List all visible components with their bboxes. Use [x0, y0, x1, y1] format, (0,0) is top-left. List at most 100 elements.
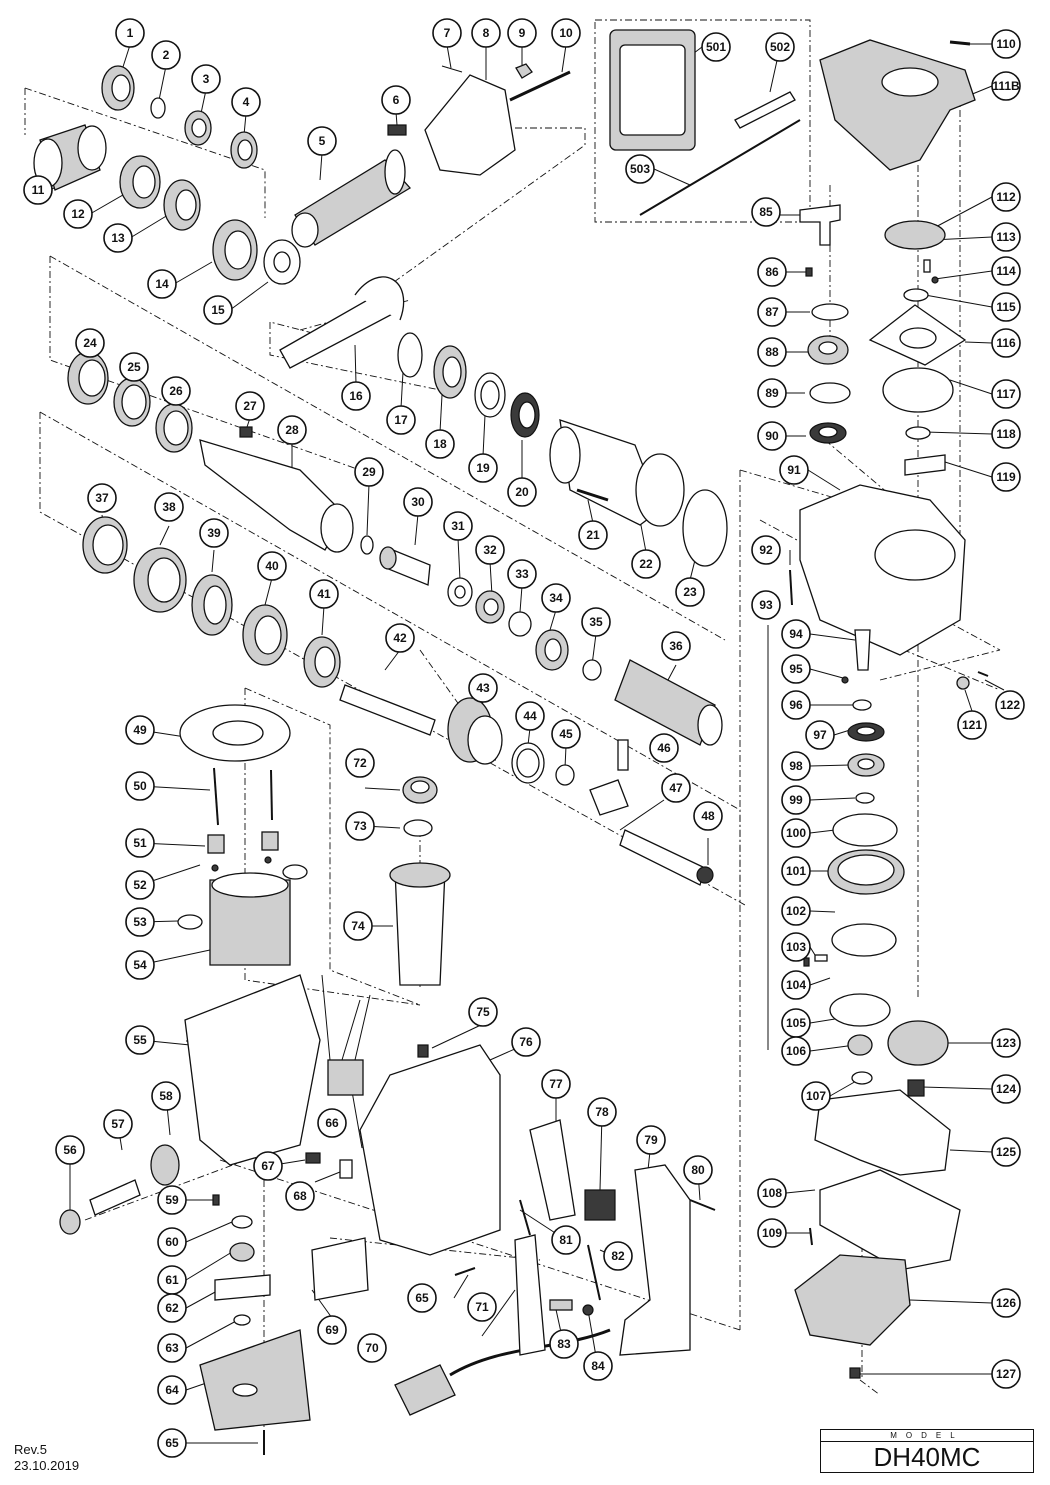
callout: 31 [443, 511, 473, 541]
callout-number: 122 [1000, 698, 1020, 712]
callout: 45 [551, 719, 581, 749]
callout-number: 23 [683, 585, 697, 599]
callout: 56 [55, 1135, 85, 1165]
callout: 106 [781, 1036, 811, 1066]
callout: 84 [583, 1351, 613, 1381]
callout-number: 53 [133, 915, 147, 929]
callout-number: 68 [293, 1189, 307, 1203]
callout-number: 14 [155, 277, 169, 291]
callout-number: 11 [32, 183, 45, 197]
callout-number: 36 [669, 639, 683, 653]
callout-number: 89 [765, 386, 779, 400]
callout-number: 84 [591, 1359, 605, 1373]
callout-number: 37 [95, 491, 109, 505]
callout: 81 [551, 1225, 581, 1255]
callout-number: 20 [515, 485, 529, 499]
callout-number: 125 [996, 1145, 1016, 1159]
callout: 125 [991, 1137, 1021, 1167]
model-label: MODEL [821, 1430, 1033, 1442]
callout: 20 [507, 477, 537, 507]
callout: 68 [285, 1181, 315, 1211]
callout-number: 62 [165, 1301, 179, 1315]
callout: 95 [781, 654, 811, 684]
callout: 124 [991, 1074, 1021, 1104]
callout-number: 4 [243, 95, 250, 109]
callout: 42 [385, 623, 415, 653]
callout-number: 73 [353, 819, 367, 833]
callout-number: 2 [163, 48, 170, 62]
callout-number: 99 [789, 793, 803, 807]
callout: 10 [551, 18, 581, 48]
callout-number: 5 [319, 134, 326, 148]
callout-number: 45 [559, 727, 573, 741]
callout: 35 [581, 607, 611, 637]
callout: 62 [157, 1293, 187, 1323]
callout: 100 [781, 818, 811, 848]
callout-number: 83 [557, 1337, 571, 1351]
callout-number: 87 [765, 305, 779, 319]
callout: 26 [161, 376, 191, 406]
callout: 13 [103, 223, 133, 253]
callout: 22 [631, 549, 661, 579]
callout: 119 [991, 462, 1021, 492]
callout-number: 34 [549, 591, 563, 605]
callout-number: 85 [759, 205, 773, 219]
callout: 48 [693, 801, 723, 831]
callout: 9 [507, 18, 537, 48]
callout: 5 [307, 126, 337, 156]
callout-number: 57 [111, 1117, 125, 1131]
callout: 16 [341, 381, 371, 411]
callout: 14 [147, 269, 177, 299]
callout: 90 [757, 421, 787, 451]
callout-number: 58 [159, 1089, 173, 1103]
callout: 3 [191, 64, 221, 94]
callout-number: 70 [365, 1341, 379, 1355]
callout: 51 [125, 828, 155, 858]
callout: 98 [781, 751, 811, 781]
callout-number: 111B [992, 79, 1020, 93]
callout-number: 114 [996, 264, 1016, 278]
callout-number: 65 [415, 1291, 429, 1305]
callout: 11 [23, 175, 53, 205]
callout: 25 [119, 352, 149, 382]
callout: 502 [765, 32, 795, 62]
callout: 28 [277, 415, 307, 445]
callout-number: 21 [586, 528, 600, 542]
callout-number: 82 [611, 1249, 625, 1263]
callout-number: 46 [657, 741, 671, 755]
callout-number: 97 [813, 728, 827, 742]
callout-number: 18 [433, 437, 447, 451]
callout: 503 [625, 154, 655, 184]
callout-number: 92 [759, 543, 773, 557]
callout: 87 [757, 297, 787, 327]
callout: 65 [157, 1428, 187, 1458]
callout: 83 [549, 1329, 579, 1359]
callout-number: 42 [393, 631, 407, 645]
callout: 70 [357, 1333, 387, 1363]
callout-number: 12 [71, 207, 85, 221]
callout: 24 [75, 328, 105, 358]
callout: 12 [63, 199, 93, 229]
callout: 92 [751, 535, 781, 565]
callout: 33 [507, 559, 537, 589]
callout: 47 [661, 773, 691, 803]
callout: 77 [541, 1069, 571, 1099]
callout-number: 22 [639, 557, 653, 571]
callout-number: 81 [559, 1233, 573, 1247]
callout-number: 16 [349, 389, 363, 403]
callout-number: 17 [394, 413, 408, 427]
part-drawings [33, 29, 989, 1455]
callout: 501 [701, 32, 731, 62]
callout: 36 [661, 631, 691, 661]
callout-number: 52 [133, 878, 147, 892]
callout: 107 [801, 1081, 831, 1111]
callout-number: 10 [559, 26, 573, 40]
callout-number: 19 [476, 461, 490, 475]
callout-number: 7 [444, 26, 451, 40]
callout-number: 110 [996, 37, 1016, 51]
callout-number: 119 [996, 470, 1016, 484]
callout: 8 [471, 18, 501, 48]
callout-number: 95 [789, 662, 803, 676]
callout-number: 47 [669, 781, 683, 795]
callout-number: 59 [165, 1193, 179, 1207]
